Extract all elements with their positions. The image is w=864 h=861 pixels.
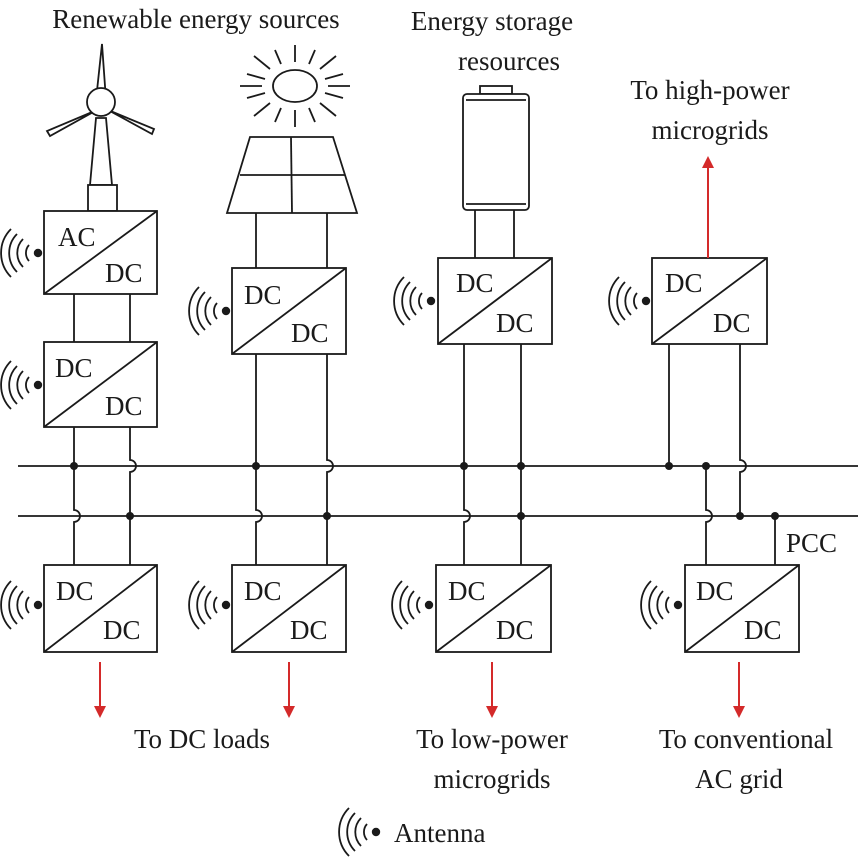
high-power-label-line1: To high-power	[630, 75, 789, 105]
converter-bottom-label: DC	[744, 615, 782, 645]
renewable-label: Renewable energy sources	[52, 4, 339, 34]
battery-icon	[462, 85, 530, 211]
pcc-label: PCC	[786, 528, 837, 558]
converter-bottom-label: DC	[496, 308, 534, 338]
converter-top-label: DC	[244, 576, 282, 606]
converter-bottom-label: DC	[496, 615, 534, 645]
dc-loads-label: To DC loads	[134, 724, 270, 754]
antenna-legend-icon	[338, 807, 382, 857]
antenna-icon	[608, 276, 652, 326]
converter-solar-dc-dc: DC DC	[231, 267, 347, 355]
converter-acgrid-dc-dc: DC DC	[684, 564, 800, 653]
antenna-icon	[188, 286, 232, 336]
storage-label-line2: resources	[458, 46, 560, 76]
converter-bottom-label: DC	[105, 258, 143, 288]
converter-top-label: DC	[456, 268, 494, 298]
bus-connections	[73, 344, 776, 565]
antenna-icon	[391, 580, 435, 630]
low-power-label-line2: microgrids	[434, 764, 551, 794]
legend: Antenna	[338, 807, 485, 857]
converter-load1-dc-dc: DC DC	[43, 564, 158, 653]
low-power-label-line1: To low-power	[416, 724, 568, 754]
storage-label-line1: Energy storage	[411, 6, 573, 36]
converter-load2-dc-dc: DC DC	[231, 564, 347, 653]
converter-bottom-label: DC	[290, 615, 328, 645]
solar-panel-icon	[225, 136, 359, 214]
converter-lowpower-dc-dc: DC DC	[435, 564, 552, 653]
high-power-label-line2: microgrids	[652, 115, 769, 145]
junction-dots	[70, 462, 779, 520]
antenna-icon	[393, 276, 437, 326]
converter-top-label: DC	[244, 280, 282, 310]
converter-bottom-label: DC	[105, 391, 143, 421]
converter-storage-dc-dc: DC DC	[437, 257, 553, 345]
antenna-icon	[0, 360, 44, 410]
antenna-icon	[0, 228, 44, 278]
converter-bottom-label: DC	[103, 615, 141, 645]
converter-top-label: DC	[448, 576, 486, 606]
converter-highpower-dc-dc: DC DC	[651, 257, 768, 345]
conventional-label-line1: To conventional	[659, 724, 833, 754]
antenna-icon	[640, 580, 684, 630]
antenna-icon	[0, 580, 44, 630]
converter-bottom-label: DC	[713, 308, 751, 338]
antenna-icon	[188, 580, 232, 630]
converter-top-label: DC	[696, 576, 734, 606]
wind-turbine-icon	[45, 43, 156, 212]
converter-top-label: DC	[55, 353, 93, 383]
converter-wind-ac-dc: AC DC	[43, 210, 158, 295]
converter-wind-dc-dc: DC DC	[43, 341, 158, 428]
antenna-legend-label: Antenna	[394, 818, 485, 848]
converter-top-label: DC	[56, 576, 94, 606]
sun-icon	[240, 45, 350, 127]
converter-bottom-label: DC	[291, 318, 329, 348]
converter-top-label: AC	[58, 222, 96, 252]
converter-top-label: DC	[665, 268, 703, 298]
conventional-label-line2: AC grid	[695, 764, 783, 794]
